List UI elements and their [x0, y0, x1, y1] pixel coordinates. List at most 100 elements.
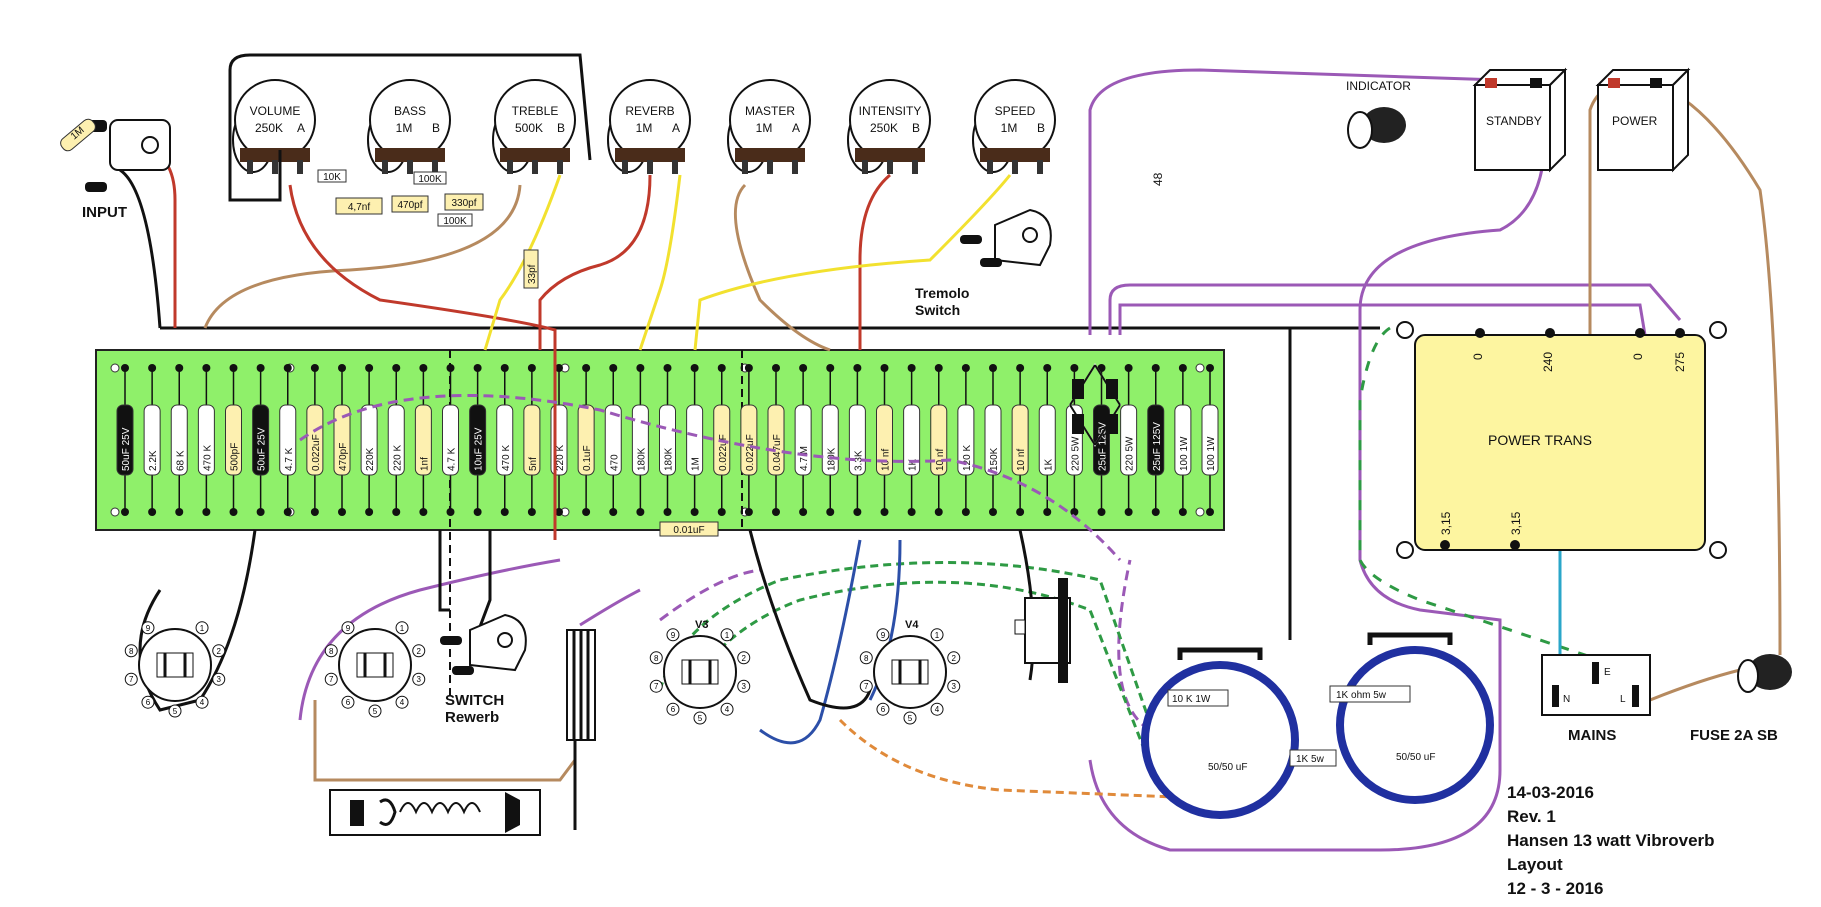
wire-purple-dashed — [299, 394, 1122, 561]
tube-pin — [324, 672, 338, 686]
board-component: 220 5W — [1120, 364, 1138, 516]
board-component: 220K — [360, 364, 378, 516]
wire-brown-loop — [313, 700, 577, 782]
tremolo-switch[interactable] — [960, 208, 1052, 267]
wire-orange-dashed — [838, 718, 1267, 802]
wire-red — [858, 173, 891, 350]
tube-pin — [737, 651, 751, 665]
tube-pin-label: 8 — [864, 654, 869, 663]
board-component-label: 68 K — [175, 450, 186, 471]
tube-pin-label: 2 — [742, 654, 747, 663]
pot-value-label: 1M — [396, 121, 413, 135]
standby-switch[interactable] — [1472, 67, 1568, 173]
wire-black — [228, 95, 282, 202]
tube-pin-label: 9 — [671, 631, 676, 640]
tube-pin — [859, 679, 873, 693]
board-component: 50uF 25V — [116, 364, 134, 516]
tube-pin — [930, 702, 944, 716]
board-component: 10 nf — [1011, 364, 1029, 516]
wire-green-dashed — [678, 580, 1240, 792]
tube-pin — [212, 672, 226, 686]
board-component-label: 220 K — [555, 445, 566, 471]
note-date-2: 12 - 3 - 2016 — [1507, 879, 1603, 898]
wire-yellow — [638, 174, 682, 351]
tube-pin-label: 1 — [400, 624, 405, 633]
power-label: POWER — [1612, 114, 1658, 128]
note-date: 14-03-2016 — [1507, 783, 1594, 802]
pot-value-label: 1M — [756, 121, 773, 135]
tube-pin-label: 1 — [200, 624, 205, 633]
wire-red — [288, 184, 557, 540]
mains-e-label: E — [1604, 667, 1611, 678]
center-resistor-label: 1K 5w — [1296, 754, 1325, 765]
board-component: 10 nf — [930, 364, 948, 516]
board-component: 4.7 K — [279, 364, 297, 516]
tone-stack-parts: 10K 100K 4,7nf 470pf 330pf 100K 33pf — [317, 169, 539, 289]
mains-label: MAINS — [1568, 727, 1616, 744]
tube-pin-label: 3 — [742, 682, 747, 691]
board-component: 100 1W — [1201, 364, 1219, 516]
center-resistor — [1289, 749, 1337, 767]
cap-4n7-label: 4,7nf — [348, 202, 370, 213]
tube-pin — [195, 621, 209, 635]
tube-pin-label: 6 — [881, 705, 886, 714]
pot-taper-label: B — [557, 121, 565, 135]
board-component-label: 220 K — [392, 445, 403, 471]
tube-pin-label: 7 — [329, 675, 334, 684]
output-transformer — [1014, 578, 1071, 683]
board-component-label: 0.022uF — [311, 434, 322, 471]
board-component-label: 470 K — [501, 445, 512, 471]
board-component-label: 150K — [989, 447, 1000, 471]
board-component: 10uF 25V — [469, 364, 487, 516]
board-component-label: 4.7 M — [799, 446, 810, 471]
bridge-rectifier — [1068, 363, 1122, 447]
wire-black-pot-loop — [228, 53, 592, 161]
pt-tap-240: 240 — [1541, 352, 1555, 372]
board-component-label: 4.7 K — [284, 447, 295, 471]
power-switch[interactable] — [1595, 67, 1691, 173]
pot-name-label: INTENSITY — [859, 104, 922, 118]
cap-0-01uf-label: 0.01uF — [673, 525, 704, 536]
tube-pin-label: 5 — [908, 714, 913, 723]
board-component: 5nf — [523, 364, 541, 516]
input-label: INPUT — [82, 204, 127, 221]
board-component: 1K — [903, 364, 921, 516]
tube-pin — [666, 702, 680, 716]
board-component: 50uF 25V — [252, 364, 270, 516]
mains-socket[interactable] — [1541, 654, 1651, 716]
wire-blue — [759, 539, 862, 745]
fuse-holder[interactable] — [1737, 654, 1792, 693]
r-100k-b-label: 100K — [443, 216, 467, 227]
pt-tap-0b: 0 — [1631, 353, 1645, 360]
tube-pin-label: 2 — [952, 654, 957, 663]
board-component-label: 470 K — [202, 445, 213, 471]
tube-pin-label: 5 — [173, 707, 178, 716]
wire-earth — [1358, 326, 1601, 662]
board-component: 0.047uF — [767, 364, 785, 516]
board-component: 25uF 125V — [1093, 364, 1110, 516]
tube-pin — [124, 672, 138, 686]
tube-pin — [666, 628, 680, 642]
tube-pin — [693, 711, 707, 725]
tube-pin-label: 2 — [417, 647, 422, 656]
input-jack[interactable]: 1M — [58, 117, 171, 192]
reverb-switch[interactable] — [440, 613, 527, 675]
standby-label: STANDBY — [1486, 114, 1542, 128]
board-component: 100 1W — [1174, 364, 1192, 516]
wire-brown — [203, 184, 522, 329]
wire-purple-dashed — [659, 568, 761, 622]
board-component: 500pF — [225, 364, 242, 516]
reverb-transformer — [566, 629, 596, 741]
tube-pin-label: 3 — [217, 675, 222, 684]
pot-value-label: 500K — [515, 121, 543, 135]
